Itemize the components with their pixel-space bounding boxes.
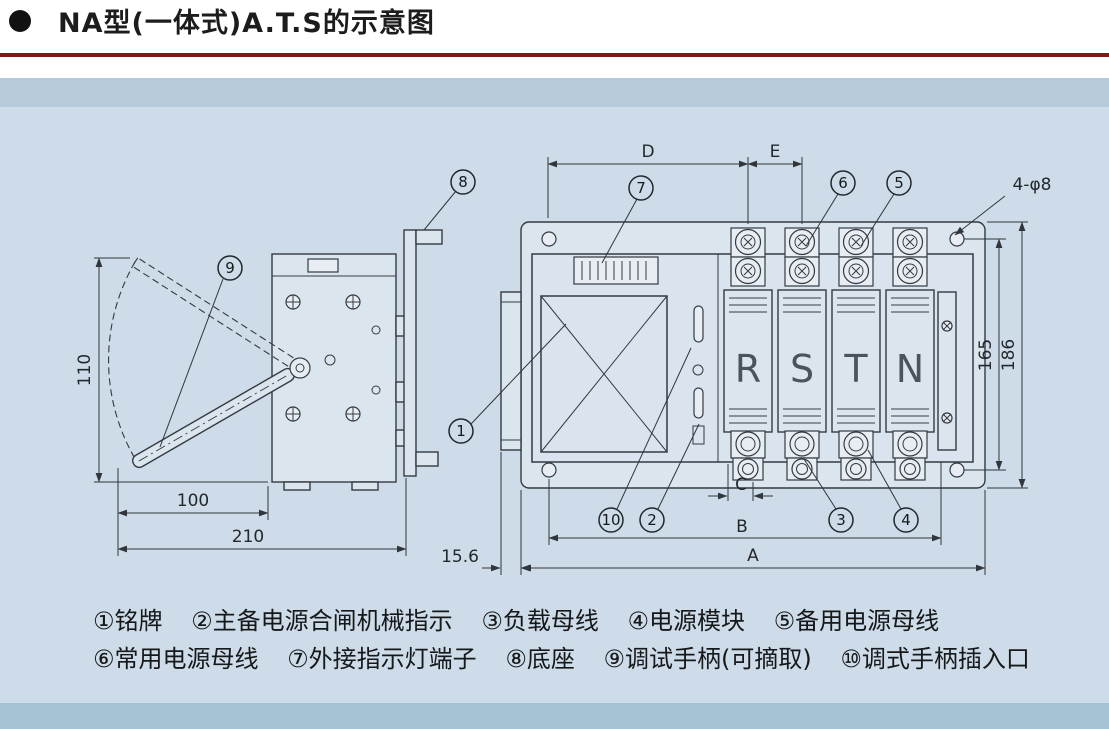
legend-item-3: ③负载母线 <box>481 607 599 635</box>
legend-item-1-text: 铭牌 <box>114 607 163 635</box>
callout-1-num: 1 <box>456 422 466 440</box>
callout-8: 8 <box>423 169 476 231</box>
legend-item-10: ⑩调式手柄插入口 <box>840 645 1030 673</box>
indicator-and-port <box>692 305 705 445</box>
callout-6: 6 <box>805 170 856 247</box>
handle-swing-arc <box>108 261 138 463</box>
legend-item-5-text: 备用电源母线 <box>795 607 940 635</box>
legend-item-9: ⑨调试手柄(可摘取) <box>603 645 811 673</box>
legend-item-1: ①铭牌 <box>93 607 163 635</box>
legend-item-6-num: ⑥ <box>93 645 115 673</box>
front-view: R S <box>441 142 1051 575</box>
callout-2: 2 <box>639 423 700 533</box>
legend-item-8-text: 底座 <box>526 645 575 673</box>
callout-4: 4 <box>867 449 919 533</box>
page-title: NA型(一体式)A.T.S的示意图 <box>58 8 435 39</box>
pole-t: T <box>831 227 881 481</box>
dim-label-110: 110 <box>75 354 95 386</box>
legend: ①铭牌 ②主备电源合闸机械指示 ③负载母线 ④电源模块 ⑤备用电源母线 ⑥常用电… <box>93 602 1093 678</box>
accent-rule <box>0 53 1109 57</box>
front-view-dimensions: D E 4-φ8 165 186 C B <box>441 142 1051 575</box>
base-bracket <box>403 229 443 477</box>
indicator-terminal-block <box>573 256 659 285</box>
legend-item-8-num: ⑧ <box>505 645 527 673</box>
callout-10-num: 10 <box>601 511 620 529</box>
legend-item-10-text: 调式手柄插入口 <box>861 645 1030 673</box>
legend-item-6: ⑥常用电源母线 <box>93 645 259 673</box>
mounting-hole-tl <box>541 231 557 247</box>
callout-5: 5 <box>860 170 912 247</box>
nameplate <box>540 295 668 453</box>
callout-6-num: 6 <box>838 174 848 192</box>
bullet-icon <box>9 10 31 32</box>
phase-label-r: R <box>735 347 761 391</box>
callout-3: 3 <box>803 458 854 533</box>
mounting-hole-br <box>949 462 965 478</box>
legend-item-3-num: ③ <box>481 607 503 635</box>
pole-n: N <box>885 227 935 481</box>
legend-item-7-num: ⑦ <box>287 645 309 673</box>
callout-4-num: 4 <box>901 511 911 529</box>
side-flange-left <box>500 291 522 451</box>
page-header: NA型(一体式)A.T.S的示意图 <box>0 0 1109 53</box>
legend-item-8: ⑧底座 <box>505 645 575 673</box>
dim-label-156: 15.6 <box>441 547 479 567</box>
dim-label-c: C <box>735 475 747 495</box>
legend-item-6-text: 常用电源母线 <box>114 645 259 673</box>
legend-item-9-num: ⑨ <box>603 645 625 673</box>
legend-item-10-num: ⑩ <box>840 645 862 673</box>
phase-label-t: T <box>843 347 868 391</box>
legend-item-4: ④电源模块 <box>627 607 745 635</box>
legend-item-9-text: 调试手柄(可摘取) <box>624 645 812 673</box>
phase-label-s: S <box>790 347 814 391</box>
legend-item-2-num: ② <box>191 607 213 635</box>
dim-label-210: 210 <box>232 527 264 547</box>
side-view: 110 100 210 9 8 <box>75 169 476 556</box>
dim-label-165: 165 <box>976 339 996 371</box>
pole-s: S <box>777 227 827 481</box>
top-band <box>0 78 1109 107</box>
dim-label-100: 100 <box>177 491 209 511</box>
position-indicator-window <box>693 387 704 419</box>
callout-5-num: 5 <box>894 174 904 192</box>
phase-label-n: N <box>896 347 924 391</box>
legend-row-2: ⑥常用电源母线 ⑦外接指示灯端子 ⑧底座 ⑨调试手柄(可摘取) ⑩调式手柄插入口 <box>93 640 1093 678</box>
dim-label-a: A <box>747 546 759 566</box>
callout-1: 1 <box>448 323 567 444</box>
callout-3-num: 3 <box>836 511 846 529</box>
operating-handle <box>108 257 311 469</box>
callout-10: 10 <box>598 347 692 533</box>
callout-9-num: 9 <box>225 259 235 277</box>
bottom-band <box>0 703 1109 729</box>
legend-item-4-text: 电源模块 <box>648 607 745 635</box>
pole-r: R <box>723 227 773 481</box>
legend-item-7: ⑦外接指示灯端子 <box>287 645 477 673</box>
legend-item-1-num: ① <box>93 607 115 635</box>
callout-7: 7 <box>601 175 654 264</box>
legend-item-4-num: ④ <box>627 607 649 635</box>
legend-row-1: ①铭牌 ②主备电源合闸机械指示 ③负载母线 ④电源模块 ⑤备用电源母线 <box>93 602 1093 640</box>
legend-item-5: ⑤备用电源母线 <box>774 607 940 635</box>
callout-9: 9 <box>159 255 243 448</box>
callout-8-num: 8 <box>458 173 468 191</box>
mounting-hole-tr <box>949 231 965 247</box>
dim-label-d: D <box>641 142 654 162</box>
dim-label-186: 186 <box>999 339 1019 371</box>
legend-item-7-text: 外接指示灯端子 <box>308 645 477 673</box>
callout-7-num: 7 <box>636 179 646 197</box>
legend-item-2-text: 主备电源合闸机械指示 <box>212 607 453 635</box>
callout-2-num: 2 <box>647 511 657 529</box>
dim-label-b: B <box>736 517 748 537</box>
dim-label-e: E <box>770 142 781 162</box>
side-view-dimensions: 110 100 210 <box>75 257 407 556</box>
handle-pivot <box>289 357 311 379</box>
handle-port-slot <box>693 305 704 343</box>
side-flange-right <box>937 291 957 451</box>
mounting-hole-bl <box>541 462 557 478</box>
legend-item-5-num: ⑤ <box>773 607 796 635</box>
legend-item-3-text: 负载母线 <box>502 607 599 635</box>
dim-label-holes: 4-φ8 <box>1013 175 1052 195</box>
legend-item-2: ②主备电源合闸机械指示 <box>191 607 453 635</box>
